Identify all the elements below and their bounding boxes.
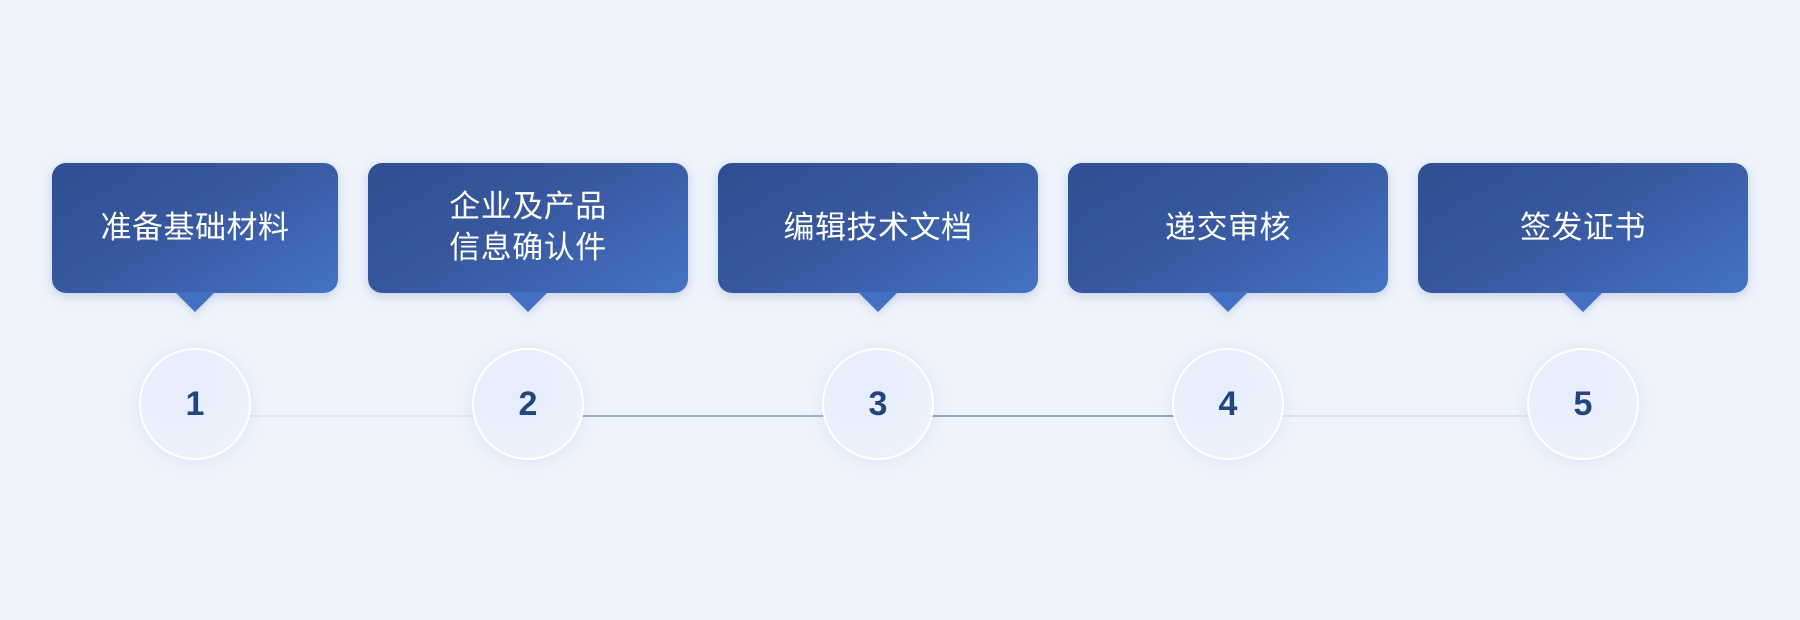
step-number-circle-wrap-1: 1 <box>139 348 251 460</box>
step-pointer-triangle-icon-1 <box>175 292 215 312</box>
connector-segment-3 <box>850 415 1205 417</box>
step-number-4: 4 <box>1218 385 1238 423</box>
step-connector-line <box>0 415 1800 417</box>
step-label-text-1: 准备基础材料 <box>100 209 290 245</box>
step-number-circle-2[interactable]: 2 <box>472 348 584 460</box>
step-label-box-3[interactable]: 编辑技术文档 <box>718 163 1038 312</box>
step-number-2: 2 <box>518 385 538 423</box>
step-number-circle-wrap-2: 2 <box>472 348 584 460</box>
step-number-5: 5 <box>1573 385 1593 423</box>
step-number-circle-3[interactable]: 3 <box>822 348 934 460</box>
step-3[interactable]: 编辑技术文档 3 <box>718 0 1038 460</box>
step-label-text-2: 企业及产品 信息确认件 <box>449 189 607 265</box>
step-2[interactable]: 企业及产品 信息确认件 2 <box>368 0 688 460</box>
step-pointer-triangle-icon-3 <box>858 292 898 312</box>
step-5[interactable]: 签发证书 5 <box>1418 0 1748 460</box>
step-label-text-4: 递交审核 <box>1165 209 1291 245</box>
step-number-circle-wrap-3: 3 <box>822 348 934 460</box>
step-label-box-1[interactable]: 准备基础材料 <box>52 163 338 312</box>
step-label-box-2[interactable]: 企业及产品 信息确认件 <box>368 163 688 312</box>
step-number-3: 3 <box>868 385 888 423</box>
step-number-circle-4[interactable]: 4 <box>1172 348 1284 460</box>
step-label-text-3: 编辑技术文档 <box>783 209 973 245</box>
step-label-text-5: 签发证书 <box>1520 209 1646 245</box>
step-number-1: 1 <box>185 385 205 423</box>
connector-segment-4 <box>1205 415 1555 417</box>
connector-segment-2 <box>490 415 850 417</box>
step-pointer-triangle-icon-2 <box>508 292 548 312</box>
step-number-circle-1[interactable]: 1 <box>139 348 251 460</box>
step-number-circle-wrap-4: 4 <box>1172 348 1284 460</box>
step-label-box-4[interactable]: 递交审核 <box>1068 163 1388 312</box>
step-pointer-triangle-icon-5 <box>1563 292 1603 312</box>
step-4[interactable]: 递交审核 4 <box>1068 0 1388 460</box>
step-label-box-5[interactable]: 签发证书 <box>1418 163 1748 312</box>
step-number-circle-wrap-5: 5 <box>1527 348 1639 460</box>
step-1[interactable]: 准备基础材料 1 <box>52 0 338 460</box>
step-pointer-triangle-icon-4 <box>1208 292 1248 312</box>
step-number-circle-5[interactable]: 5 <box>1527 348 1639 460</box>
connector-segment-1 <box>200 415 490 417</box>
